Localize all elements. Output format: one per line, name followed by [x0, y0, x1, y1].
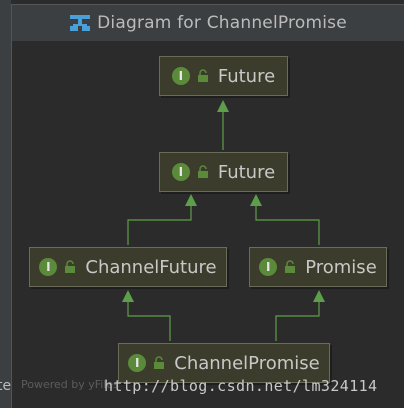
node-future-top[interactable]: I Future: [159, 56, 288, 96]
watermark-url: http://blog.csdn.net/lm324114: [104, 377, 378, 395]
node-channel-promise[interactable]: I ChannelPromise: [118, 343, 330, 383]
interface-icon: I: [39, 258, 58, 276]
node-future-mid[interactable]: I Future: [159, 152, 288, 192]
interface-icon: I: [128, 354, 147, 372]
node-label: Future: [217, 161, 276, 183]
uml-diagram-icon: [70, 15, 91, 31]
node-label: Promise: [305, 256, 377, 278]
editor-edge: [0, 0, 11, 408]
node-label: ChannelFuture: [85, 256, 217, 278]
popup-title-bar[interactable]: Diagram for ChannelPromise: [12, 5, 404, 41]
popup-title: Diagram for ChannelPromise: [97, 13, 347, 33]
node-channel-future[interactable]: I ChannelFuture: [29, 247, 227, 287]
powered-by-label: Powered by yFiles: [21, 378, 119, 391]
node-promise[interactable]: I Promise: [249, 247, 387, 287]
editor-cut-text: te: [0, 378, 12, 394]
lock-icon: [197, 69, 208, 82]
lock-icon: [285, 260, 296, 273]
node-label: ChannelPromise: [174, 352, 320, 374]
interface-icon: I: [171, 163, 190, 181]
node-label: Future: [217, 65, 276, 87]
lock-icon: [154, 356, 165, 369]
lock-icon: [65, 260, 76, 273]
interface-icon: I: [259, 258, 278, 276]
lock-icon: [197, 165, 208, 178]
interface-icon: I: [171, 67, 190, 85]
